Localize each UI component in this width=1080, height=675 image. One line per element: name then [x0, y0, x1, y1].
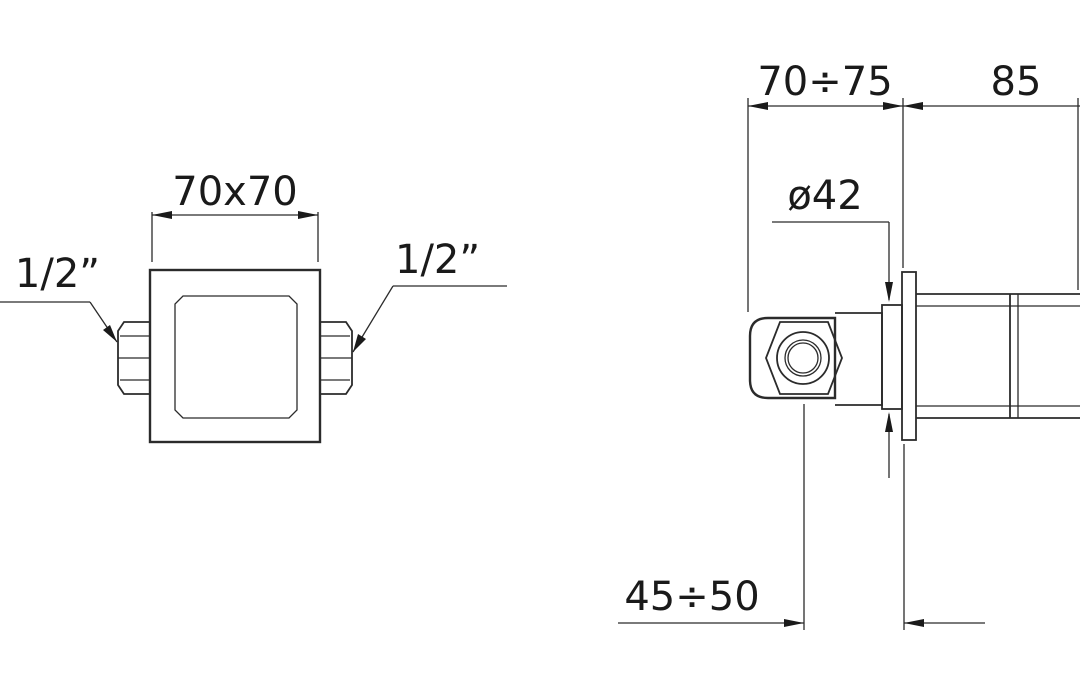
depth-dimension: 70÷75 [747, 59, 904, 312]
side-view: 70÷75 85 ø42 45÷50 [618, 59, 1080, 630]
right-thread-callout: 1/2” [352, 237, 507, 353]
inner-recess [174, 295, 298, 419]
min-depth-label: 45÷50 [624, 574, 759, 620]
left-thread-callout: 1/2” [0, 251, 118, 343]
left-hex-nut [117, 321, 151, 395]
extension-sleeve [916, 293, 1080, 419]
valve-body [748, 316, 837, 400]
right-thread-label: 1/2” [395, 237, 480, 283]
diameter-dimension: ø42 [772, 173, 893, 478]
left-thread-label: 1/2” [15, 251, 100, 297]
extension-label: 85 [991, 59, 1042, 105]
min-depth-dimension: 45÷50 [618, 404, 985, 630]
extension-dimension: 85 [903, 59, 1080, 290]
width-dimension: 70x70 [151, 169, 319, 262]
depth-label: 70÷75 [757, 59, 892, 105]
width-label: 70x70 [172, 169, 297, 215]
outlet-outer-ring [776, 331, 830, 385]
collar [881, 304, 903, 410]
right-hex-nut [319, 321, 353, 395]
outlet-inner-ring [784, 339, 822, 377]
outlet-hex [765, 321, 843, 395]
diameter-label: ø42 [787, 173, 862, 219]
wall-flange [901, 271, 917, 441]
front-view: 70x70 1/2” 1/2” [0, 169, 507, 444]
